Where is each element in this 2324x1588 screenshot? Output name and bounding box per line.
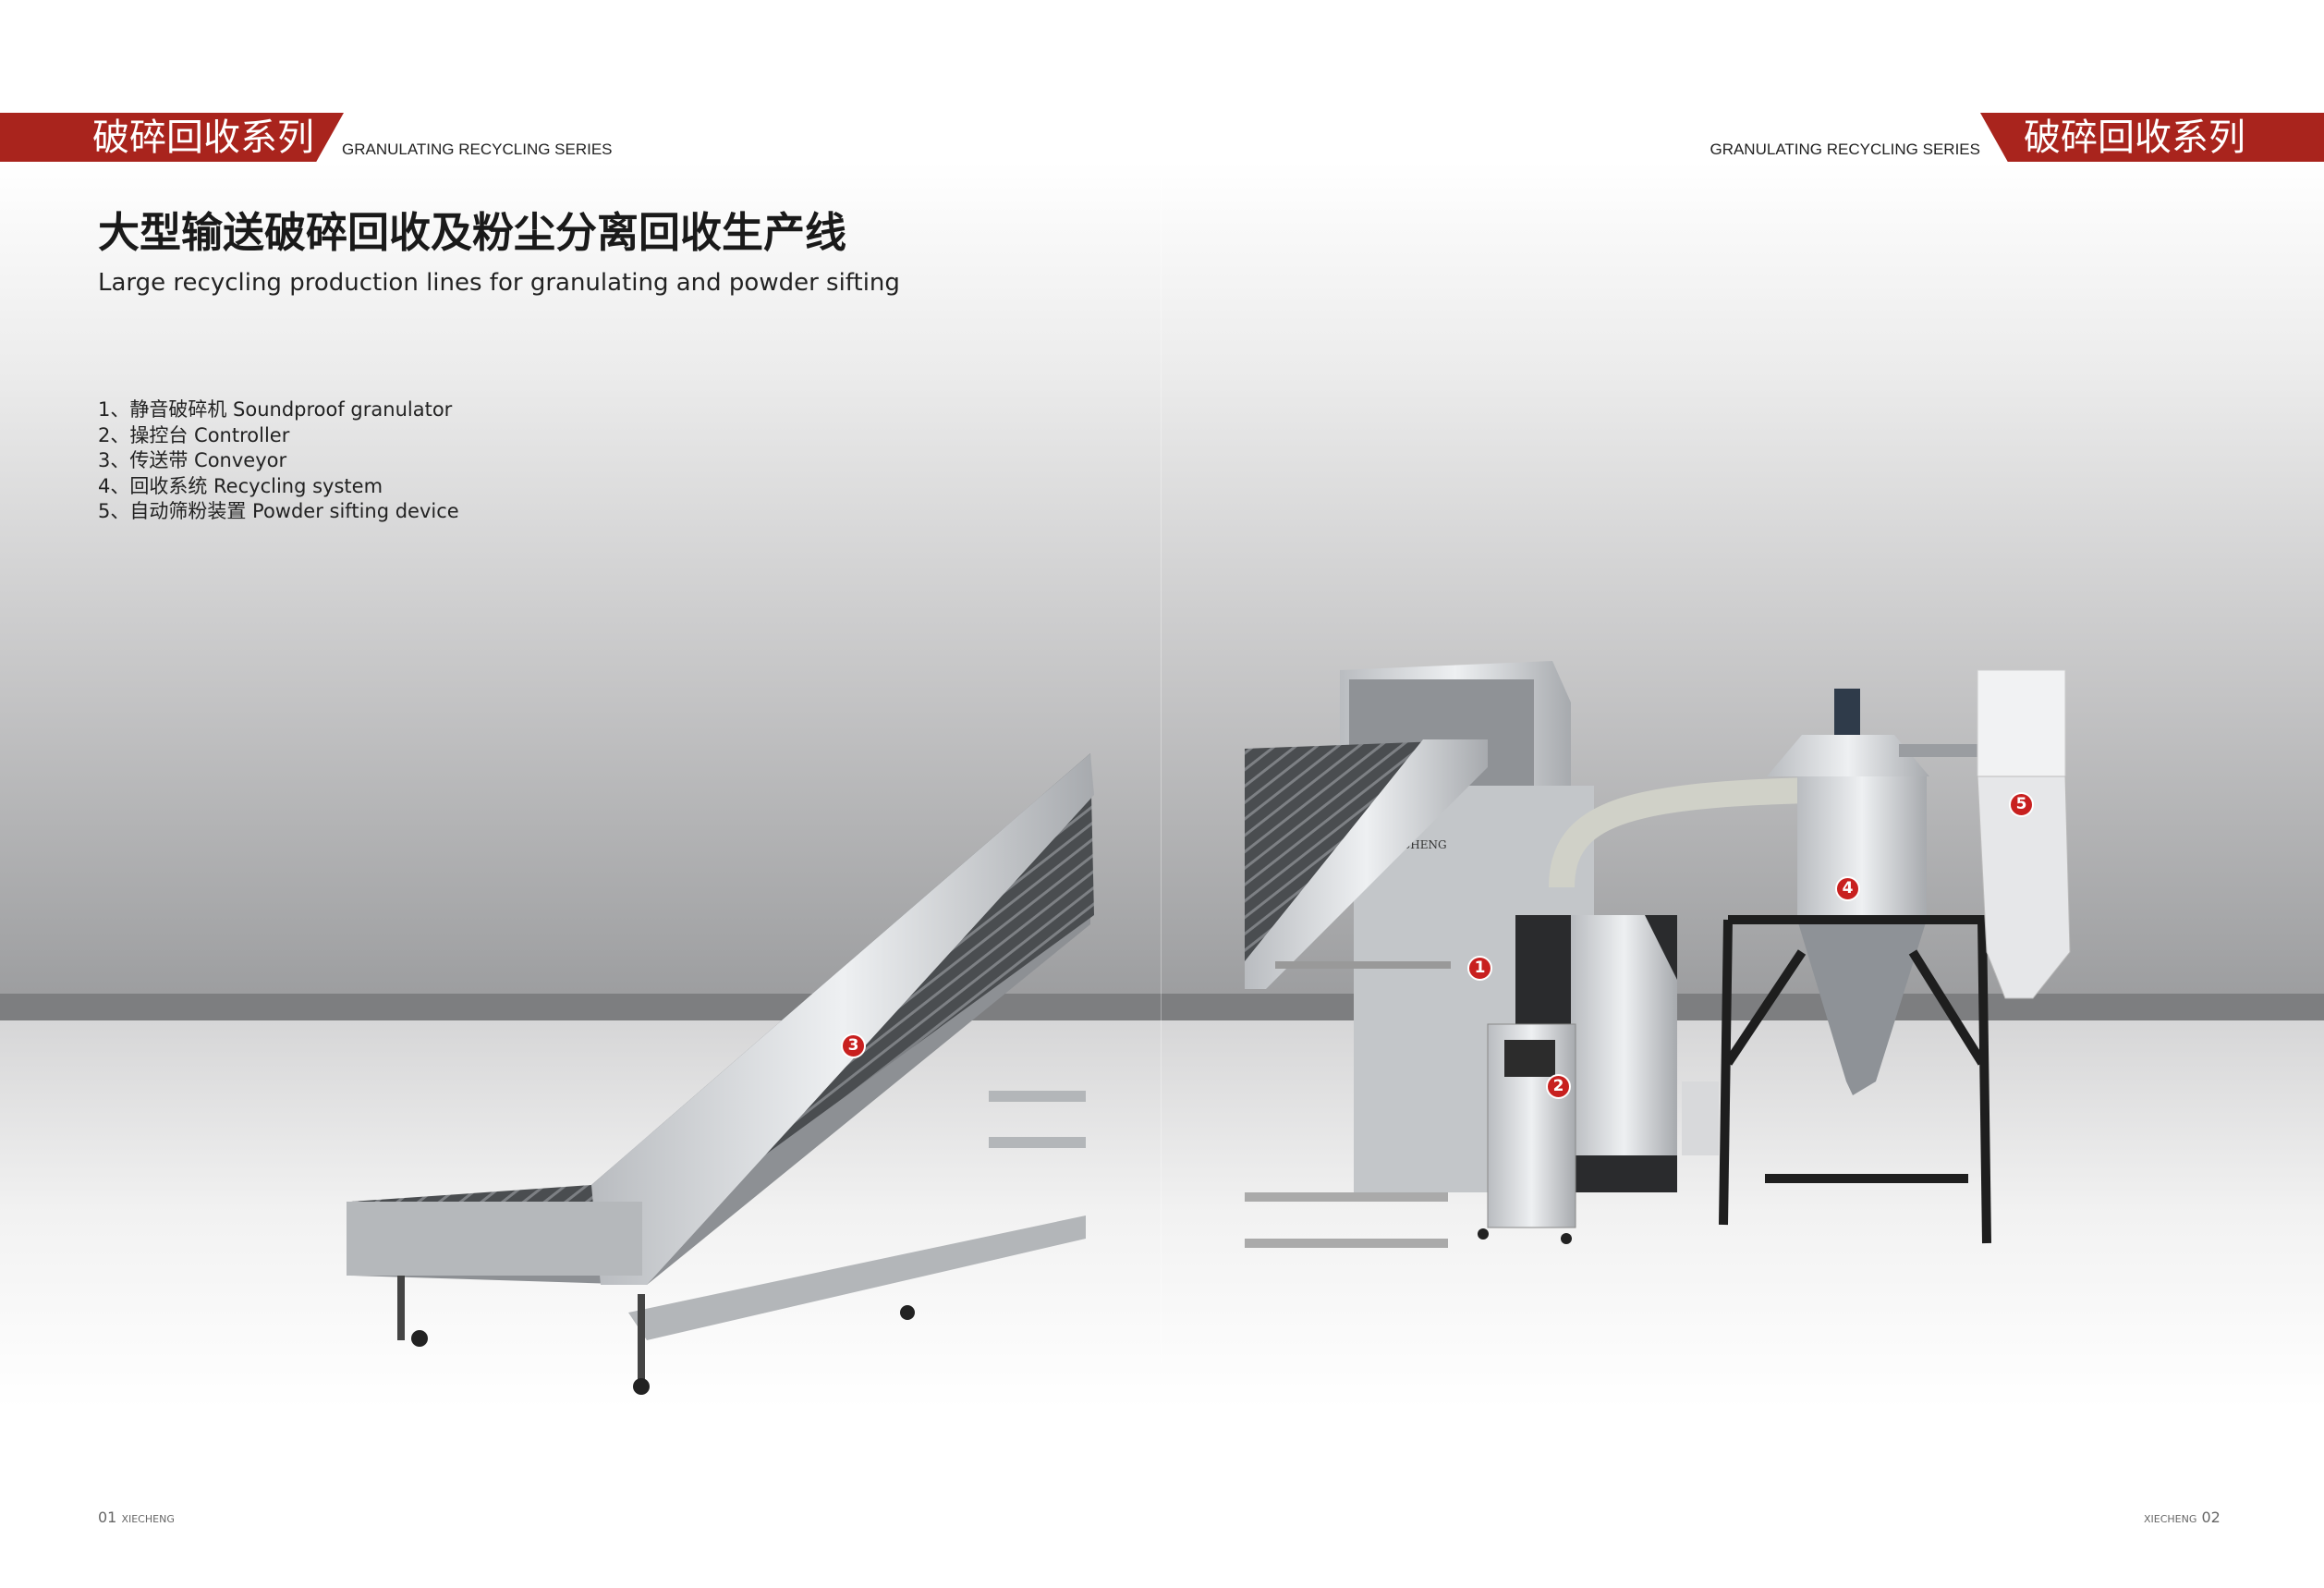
footer-brand-left: XIECHENG <box>121 1513 175 1525</box>
list-item: 5、自动筛粉装置 Powder sifting device <box>98 500 459 522</box>
feed-conveyor <box>1245 739 1488 1248</box>
page-background <box>0 162 2324 994</box>
cyclone-stand <box>1719 915 1991 1244</box>
header-band-right <box>1980 113 2324 162</box>
page-number-left: 01 <box>98 1509 117 1526</box>
header-series-en-left: GRANULATING RECYCLING SERIES <box>342 140 613 158</box>
callout-badge-2: 2 <box>1546 1074 1571 1099</box>
conveyor <box>347 753 1094 1395</box>
page-subtitle: Large recycling production lines for gra… <box>98 269 900 297</box>
list-item: 3、传送带 Conveyor <box>98 449 287 471</box>
callout-badge-1: 1 <box>1467 956 1492 981</box>
list-item: 2、操控台 Controller <box>98 423 290 446</box>
header-series-en-right: GRANULATING RECYCLING SERIES <box>1710 140 1980 158</box>
control-cabinet <box>1478 1023 1576 1244</box>
page-fold <box>1161 162 1162 1363</box>
footer-brand-right: XIECHENG <box>2144 1513 2197 1525</box>
callout-badge-3: 3 <box>841 1033 866 1058</box>
list-item: 1、静音破碎机 Soundproof granulator <box>98 398 453 421</box>
header-band-left <box>0 113 344 162</box>
callout-badge-5: 5 <box>2009 792 2034 817</box>
header-series-cn-right: 破碎回收系列 <box>2024 116 2245 159</box>
list-item: 4、回收系统 Recycling system <box>98 474 383 497</box>
page-number-right: 02 <box>2201 1509 2221 1526</box>
page-title: 大型输送破碎回收及粉尘分离回收生产线 <box>98 208 847 257</box>
footer-right: XIECHENG 02 <box>2144 1509 2221 1526</box>
powder-sifting-bag <box>1977 669 2071 999</box>
component-list: 1、静音破碎机 Soundproof granulator 2、操控台 Cont… <box>98 397 459 525</box>
footer-left: 01 XIECHENG <box>98 1509 175 1526</box>
header-series-cn-left: 破碎回收系列 <box>92 116 314 159</box>
suction-pipe <box>1549 777 1812 888</box>
callout-badge-4: 4 <box>1835 876 1860 901</box>
